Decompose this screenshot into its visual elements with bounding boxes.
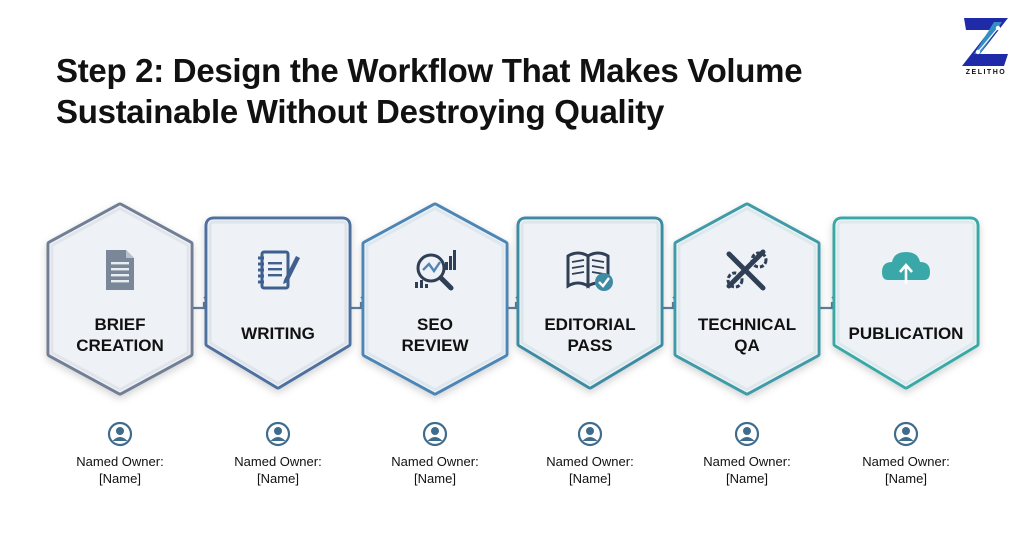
step-card-1	[204, 216, 352, 390]
step-label-technical-qa: TECHNICAL QA	[677, 314, 817, 356]
owner-label: Named Owner:	[703, 454, 791, 469]
step-label-line: REVIEW	[401, 336, 469, 355]
workflow-shapes	[46, 202, 980, 396]
user-icon	[107, 421, 133, 447]
step-label-seo-review: SEO REVIEW	[365, 314, 505, 356]
owner-publication: Named Owner: [Name]	[836, 421, 976, 487]
user-icon	[734, 421, 760, 447]
document-icon	[106, 250, 134, 290]
step-label-line: PUBLICATION	[848, 324, 964, 343]
user-icon	[422, 421, 448, 447]
owner-value: [Name]	[885, 471, 927, 486]
owner-value: [Name]	[414, 471, 456, 486]
step-label-brief-creation: BRIEF CREATION	[50, 314, 190, 356]
owner-editorial-pass: Named Owner: [Name]	[520, 421, 660, 487]
owner-seo-review: Named Owner: [Name]	[365, 421, 505, 487]
owner-value: [Name]	[99, 471, 141, 486]
cloud-upload-icon	[882, 252, 930, 284]
step-label-editorial-pass: EDITORIAL PASS	[520, 314, 660, 356]
logo-wordmark: ZELITHO	[965, 69, 1007, 76]
step-label-line: BRIEF	[94, 315, 146, 334]
owner-writing: Named Owner: [Name]	[208, 421, 348, 487]
step-label-line: SEO	[417, 315, 453, 334]
title-line-1: Step 2: Design the Workflow That Makes V…	[56, 52, 803, 89]
step-label-line: QA	[734, 336, 760, 355]
owner-value: [Name]	[726, 471, 768, 486]
step-label-line: TECHNICAL	[697, 315, 797, 334]
owner-label: Named Owner:	[76, 454, 164, 469]
workflow-diagram: BRIEF CREATION WRITING SEO REVIEW EDITOR…	[0, 190, 1024, 420]
owner-label: Named Owner:	[862, 454, 950, 469]
owner-label: Named Owner:	[391, 454, 479, 469]
step-label-line: PASS	[567, 336, 613, 355]
step-label-publication: PUBLICATION	[836, 323, 976, 344]
step-label-line: CREATION	[76, 336, 164, 355]
step-card-3	[516, 216, 664, 390]
step-card-2	[361, 202, 509, 396]
step-label-line: WRITING	[241, 324, 315, 343]
owner-value: [Name]	[569, 471, 611, 486]
user-icon	[577, 421, 603, 447]
magnifier-chart-icon	[415, 250, 456, 291]
tools-gears-icon	[726, 249, 768, 291]
user-icon	[265, 421, 291, 447]
step-card-5	[832, 216, 980, 390]
user-icon	[893, 421, 919, 447]
step-label-line: EDITORIAL	[544, 315, 636, 334]
z-logo-mark	[962, 18, 1008, 66]
step-card-0	[46, 202, 194, 396]
page-title: Step 2: Design the Workflow That Makes V…	[56, 50, 956, 132]
owner-label: Named Owner:	[546, 454, 634, 469]
owner-brief-creation: Named Owner: [Name]	[50, 421, 190, 487]
step-card-4	[673, 202, 821, 396]
zelitho-logo: ZELITHO	[958, 14, 1014, 84]
notebook-pen-icon	[258, 250, 300, 290]
step-label-writing: WRITING	[208, 323, 348, 344]
owner-value: [Name]	[257, 471, 299, 486]
title-line-2: Sustainable Without Destroying Quality	[56, 93, 665, 130]
book-check-icon	[566, 251, 613, 291]
owner-technical-qa: Named Owner: [Name]	[677, 421, 817, 487]
owner-label: Named Owner:	[234, 454, 322, 469]
